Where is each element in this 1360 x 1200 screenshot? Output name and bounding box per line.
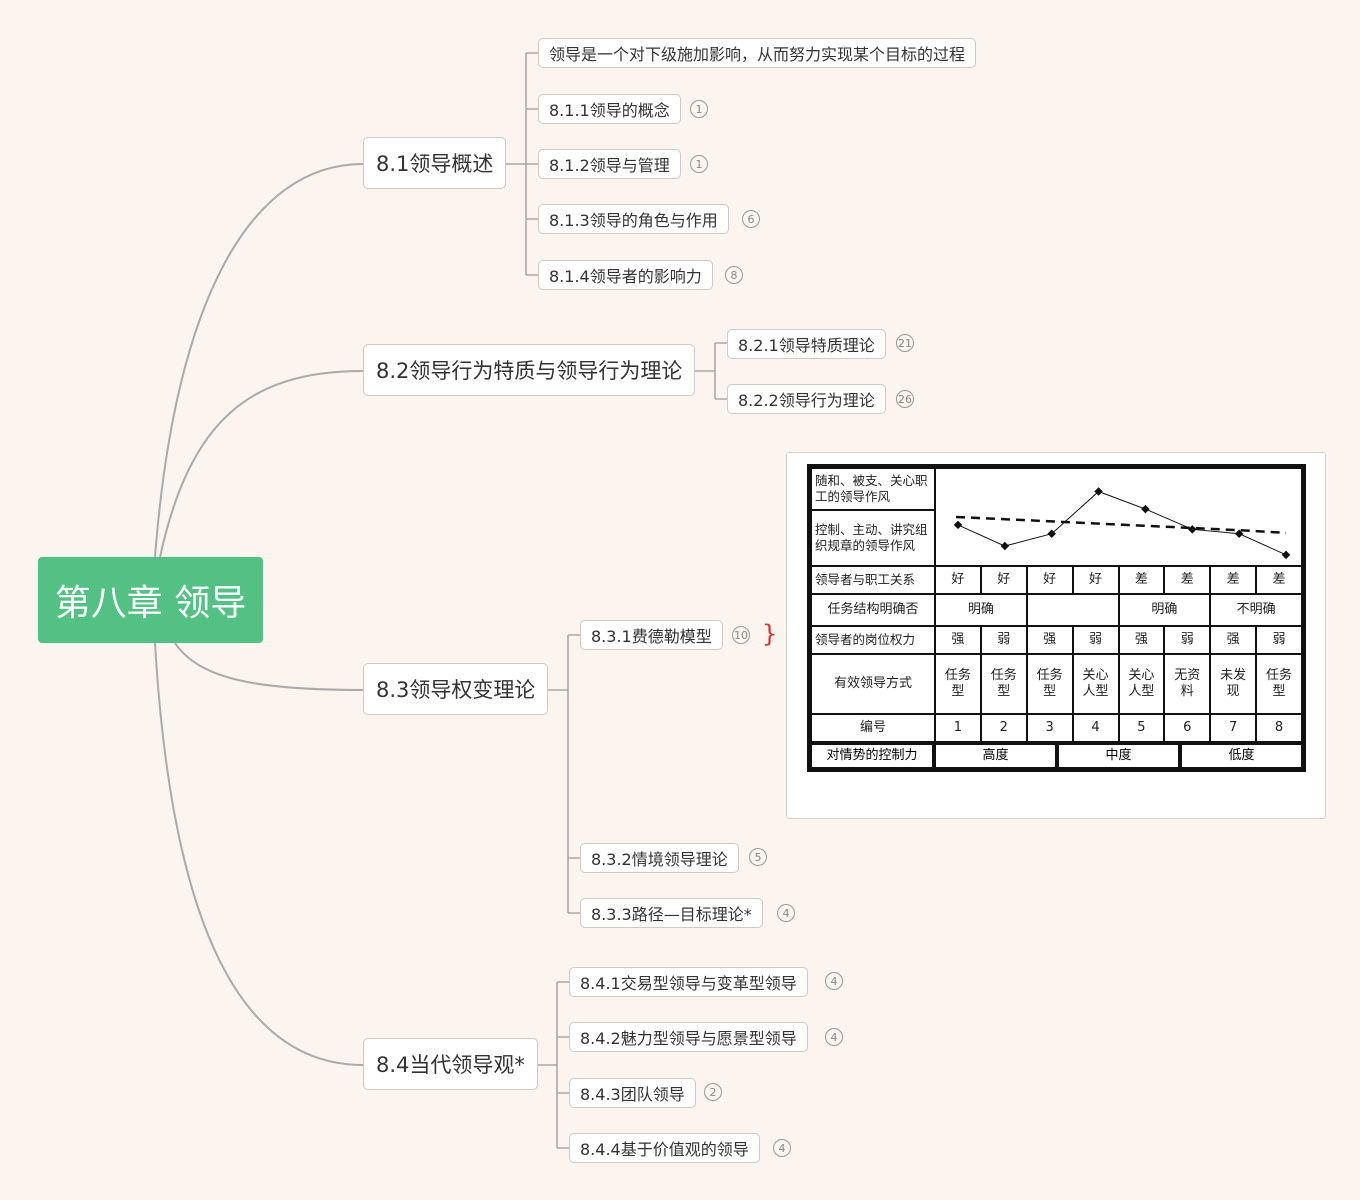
count-badge: 1 [690, 100, 708, 118]
power-cell: 弱 [1163, 625, 1212, 655]
style-cell: 任务型 [979, 653, 1028, 715]
subtopic[interactable]: 8.4.1交易型领导与变革型领导 [569, 967, 808, 997]
data-point [953, 520, 963, 530]
number-cell: 2 [979, 713, 1028, 743]
summary-brace-icon[interactable]: } [762, 620, 778, 648]
structure-cell: 不明确 [1209, 593, 1303, 627]
count-badge: 26 [896, 390, 914, 408]
dashed-series-line [955, 515, 1287, 535]
power-cell: 弱 [1071, 625, 1120, 655]
count-badge: 6 [742, 210, 760, 228]
subtopic[interactable]: 8.2.1领导特质理论 [727, 329, 886, 359]
power-label: 领导者的岗位权力 [810, 625, 936, 655]
subtopic[interactable]: 8.2.2领导行为理论 [727, 384, 886, 414]
count-badge: 4 [777, 904, 795, 922]
structure-cell: 明确 [934, 593, 1028, 627]
style-label: 有效领导方式 [810, 653, 936, 715]
relation-cell: 好 [1071, 565, 1120, 595]
data-point [1000, 541, 1010, 551]
number-cell: 4 [1071, 713, 1120, 743]
relation-cell: 差 [1255, 565, 1303, 595]
subtopic[interactable]: 8.4.4基于价值观的领导 [569, 1133, 760, 1163]
power-cell: 强 [1209, 625, 1258, 655]
data-point [1141, 504, 1150, 514]
subtopic[interactable]: 8.1.2领导与管理 [538, 149, 681, 179]
power-cell: 弱 [1255, 625, 1303, 655]
top-style-label: 随和、被支、关心职工的领导作风 [810, 467, 936, 511]
subtopic[interactable]: 8.3.1费德勒模型 [580, 620, 723, 650]
chart-cell [934, 467, 1303, 567]
topic-8-2[interactable]: 8.2领导行为特质与领导行为理论 [363, 344, 696, 396]
number-cell: 1 [934, 713, 982, 743]
topic-8-4[interactable]: 8.4当代领导观* [363, 1038, 538, 1090]
relation-cell: 好 [934, 565, 982, 595]
power-cell: 强 [1117, 625, 1166, 655]
data-point [1047, 529, 1056, 538]
power-cell: 强 [934, 625, 982, 655]
style-cell: 关心人型 [1117, 653, 1166, 715]
control-label: 对情势的控制力 [810, 743, 934, 769]
relation-cell: 差 [1209, 565, 1258, 595]
data-point [1281, 550, 1291, 560]
style-cell: 关心人型 [1071, 653, 1120, 715]
control-cell: 中度 [1057, 743, 1180, 769]
count-badge: 5 [749, 848, 767, 866]
structure-cell: 明确 [1117, 593, 1212, 627]
topic-8-1[interactable]: 8.1领导概述 [363, 137, 507, 189]
number-cell: 7 [1209, 713, 1258, 743]
count-badge: 2 [704, 1083, 722, 1101]
fiedler-model-image[interactable]: 随和、被支、关心职工的领导作风 控制、主动、讲究组织规章的领导作风 领导者与职工… [786, 452, 1326, 819]
count-badge: 4 [773, 1139, 791, 1157]
power-cell: 弱 [979, 625, 1028, 655]
style-cell: 无资料 [1163, 653, 1212, 715]
solid-series-line [957, 490, 1287, 556]
number-label: 编号 [810, 713, 936, 743]
style-cell: 未发现 [1209, 653, 1258, 715]
number-cell: 6 [1163, 713, 1212, 743]
bottom-style-label: 控制、主动、讲究组织规章的领导作风 [810, 509, 936, 567]
count-badge: 4 [825, 1028, 843, 1046]
style-cell: 任务型 [1255, 653, 1303, 715]
subtopic[interactable]: 8.3.3路径—目标理论* [580, 898, 763, 928]
topic-8-3[interactable]: 8.3领导权变理论 [363, 663, 549, 715]
count-badge: 10 [732, 626, 750, 644]
subtopic[interactable]: 8.1.3领导的角色与作用 [538, 204, 729, 234]
definition-note[interactable]: 领导是一个对下级施加影响，从而努力实现某个目标的过程 [538, 38, 977, 68]
style-cell: 任务型 [1025, 653, 1074, 715]
count-badge: 4 [825, 972, 843, 990]
relation-label: 领导者与职工关系 [810, 565, 936, 595]
number-cell: 8 [1255, 713, 1303, 743]
structure-label: 任务结构明确否 [810, 593, 936, 627]
count-badge: 1 [690, 155, 708, 173]
number-cell: 3 [1025, 713, 1074, 743]
relation-cell: 差 [1117, 565, 1166, 595]
number-cell: 5 [1117, 713, 1166, 743]
control-cell: 低度 [1180, 743, 1303, 769]
subtopic[interactable]: 8.1.4领导者的影响力 [538, 260, 713, 290]
structure-cell [1025, 593, 1120, 627]
style-chart [953, 487, 1291, 560]
power-cell: 强 [1025, 625, 1074, 655]
fiedler-table: 随和、被支、关心职工的领导作风 控制、主动、讲究组织规章的领导作风 领导者与职工… [807, 464, 1306, 772]
subtopic[interactable]: 8.4.3团队领导 [569, 1078, 696, 1108]
data-point [1188, 525, 1197, 534]
subtopic[interactable]: 8.1.1领导的概念 [538, 94, 681, 124]
count-badge: 8 [725, 266, 743, 284]
relation-cell: 好 [979, 565, 1028, 595]
root-topic[interactable]: 第八章 领导 [38, 557, 263, 643]
style-cell: 任务型 [934, 653, 982, 715]
control-cell: 高度 [934, 743, 1057, 769]
relation-cell: 差 [1163, 565, 1212, 595]
subtopic[interactable]: 8.4.2魅力型领导与愿景型领导 [569, 1022, 808, 1052]
count-badge: 21 [896, 334, 914, 352]
subtopic[interactable]: 8.3.2情境领导理论 [580, 843, 739, 873]
relation-cell: 好 [1025, 565, 1074, 595]
